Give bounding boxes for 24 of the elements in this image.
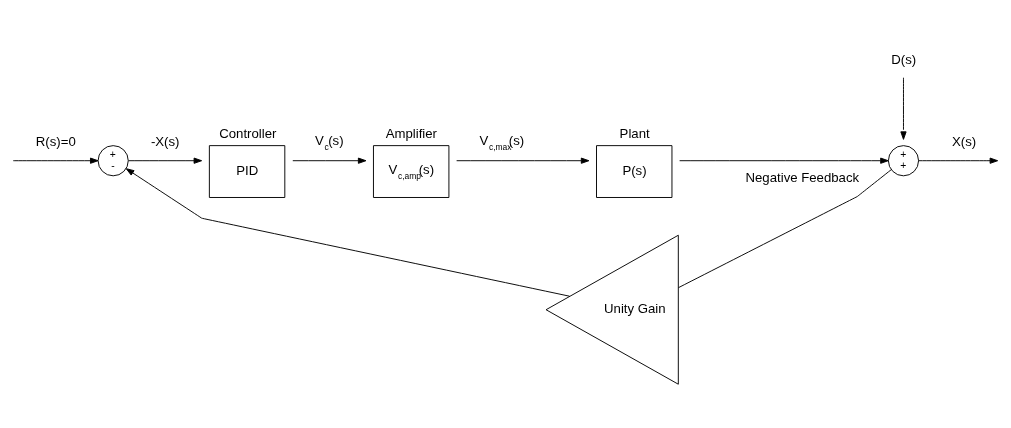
connector	[678, 169, 892, 289]
arrow	[12, 157, 99, 164]
edge-label: -X(s)	[150, 134, 180, 150]
arrow	[900, 77, 907, 140]
arrow	[292, 157, 367, 164]
node-text: D(s)	[891, 52, 917, 68]
node-label: Controller	[219, 126, 277, 142]
arrow	[125, 168, 571, 297]
edge-label: Negative Feedback	[745, 170, 860, 186]
arrow	[456, 157, 590, 164]
node-box: P(s)	[596, 145, 673, 198]
node-box: PID	[208, 145, 286, 198]
node-label: Plant	[619, 126, 650, 142]
arrow	[918, 157, 999, 164]
edge-label: R(s)=0	[35, 134, 76, 150]
node-label: Amplifier	[385, 126, 438, 142]
node-circle: + +	[887, 145, 920, 177]
edge-label: V$_{c,max}$(s)	[479, 133, 525, 153]
node-circle: + -	[97, 145, 129, 177]
edge-label: X(s)	[952, 134, 977, 150]
edge-label: V$_{c}$(s)	[315, 133, 344, 153]
node-box: V$_{c,amp}$(s)	[373, 145, 450, 198]
arrow	[679, 157, 889, 164]
arrow	[128, 157, 203, 164]
